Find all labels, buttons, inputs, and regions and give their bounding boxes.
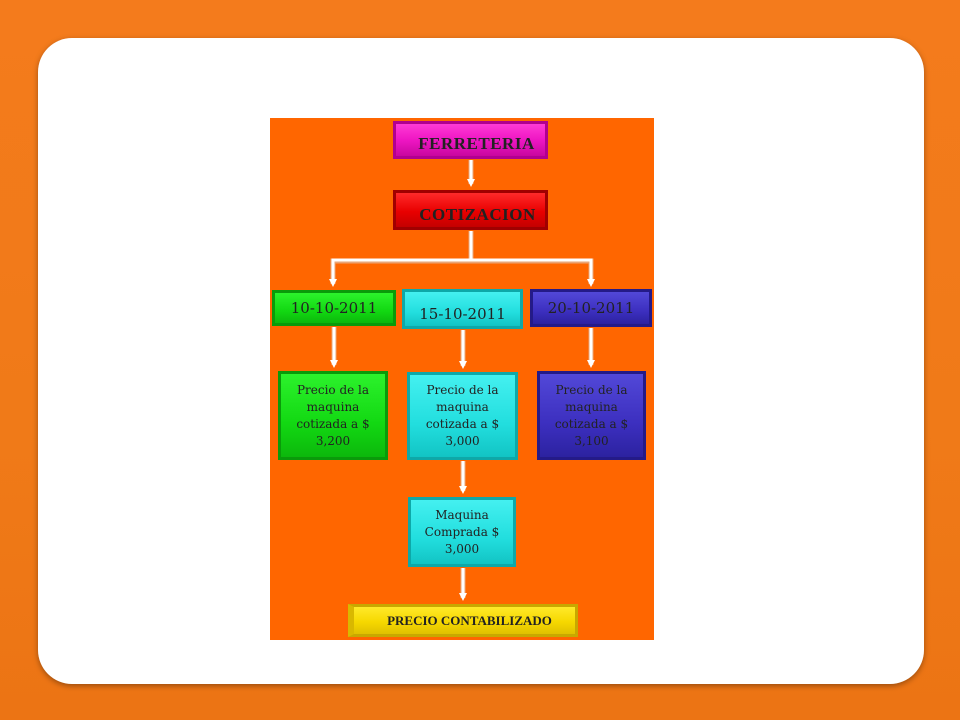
- node-price-2-label: Precio de la maquina cotizada a $ 3,000: [425, 383, 500, 448]
- node-precio-contabilizado: PRECIO CONTABILIZADO: [348, 604, 578, 637]
- node-price-2: Precio de la maquina cotizada a $ 3,000: [407, 372, 518, 460]
- node-precio-contabilizado-label: PRECIO CONTABILIZADO: [387, 612, 552, 628]
- node-price-1-label: Precio de la maquina cotizada a $ 3,200: [296, 382, 370, 448]
- node-ferreteria-label: FERRETERIA: [418, 134, 535, 153]
- node-price-3-label: Precio de la maquina cotizada a $ 3,100: [554, 382, 629, 448]
- node-cotizacion: COTIZACION: [393, 190, 548, 230]
- node-date-3-label: 20-10-2011: [547, 299, 635, 317]
- node-date-2: 15-10-2011: [402, 289, 523, 329]
- node-maquina-comprada: Maquina Comprada $ 3,000: [408, 497, 516, 567]
- node-ferreteria: FERRETERIA: [393, 121, 548, 159]
- node-price-1: Precio de la maquina cotizada a $ 3,200: [278, 371, 388, 460]
- node-date-1: 10-10-2011: [272, 290, 396, 326]
- node-maquina-comprada-label: Maquina Comprada $ 3,000: [424, 507, 500, 556]
- node-date-2-label: 15-10-2011: [419, 305, 506, 323]
- node-date-3: 20-10-2011: [530, 289, 652, 327]
- node-cotizacion-label: COTIZACION: [419, 205, 536, 224]
- node-date-1-label: 10-10-2011: [290, 299, 378, 317]
- node-price-3: Precio de la maquina cotizada a $ 3,100: [537, 371, 646, 460]
